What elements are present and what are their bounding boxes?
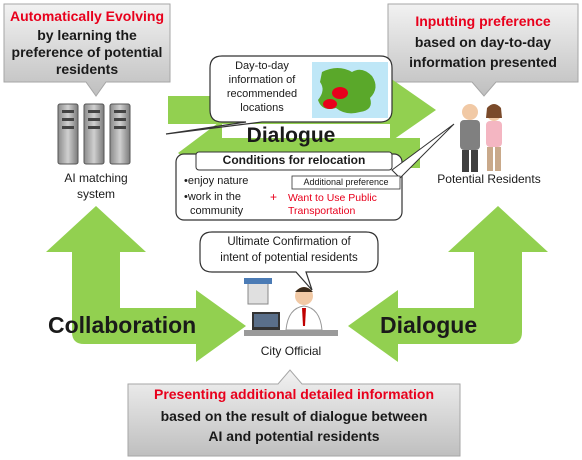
arrow-right-dialogue xyxy=(348,206,548,362)
dialogue-label-top: Dialogue xyxy=(246,124,336,147)
top-right-callout-shape xyxy=(387,3,579,97)
ai-label-line-1: AI matching xyxy=(64,171,128,185)
conditions-item-2: •work in the xyxy=(184,191,242,203)
callout-title-right: Inputting preference xyxy=(415,13,551,29)
collaboration-label: Collaboration xyxy=(48,312,197,338)
callout-title-left: Automatically Evolving xyxy=(9,8,165,24)
additional-preference-label: Additional preference xyxy=(303,177,389,187)
official-label: City Official xyxy=(260,344,322,358)
conditions-item-3: community xyxy=(190,205,244,217)
bottom-callout-title: Presenting additional detailed informati… xyxy=(153,386,435,402)
city-official-icon xyxy=(244,278,338,336)
added-preference-line-1: Want to Use Public xyxy=(288,192,377,204)
server-icon xyxy=(57,103,131,165)
conditions-item-1: •enjoy nature xyxy=(184,175,249,187)
arrow-left-collaboration xyxy=(46,206,246,362)
info-bubble-line-1: Day-to-day xyxy=(235,60,289,72)
info-bubble-line-2: information of xyxy=(228,74,296,86)
conditions-title-bar xyxy=(195,151,393,171)
plus-sign: + xyxy=(270,190,278,204)
conditions-tail xyxy=(391,123,455,179)
bottom-callout-line-2: based on the result of dialogue between xyxy=(160,408,428,424)
bottom-callout-line-3: AI and potential residents xyxy=(208,428,380,444)
top-left-callout-shape xyxy=(3,3,171,97)
couple-icon xyxy=(460,104,502,172)
info-bubble-line-3: recommended xyxy=(226,88,298,100)
added-preference-line-2: Transportation xyxy=(288,205,356,217)
bottom-callout-shape xyxy=(127,369,461,457)
map-marker-1 xyxy=(332,87,348,99)
residents-label: Potential Residents xyxy=(437,172,541,186)
info-bubble-line-4: locations xyxy=(240,102,284,114)
callout-line-right-2: based on day-to-day xyxy=(414,34,552,50)
callout-line-left-3: preference of potential xyxy=(11,44,163,60)
dialogue-label-right: Dialogue xyxy=(380,312,478,338)
ai-label-line-2: system xyxy=(76,187,115,201)
confirmation-line-1: Ultimate Confirmation of xyxy=(227,236,351,248)
callout-line-left-2: by learning the xyxy=(37,27,137,43)
conditions-title: Conditions for relocation xyxy=(222,153,366,167)
additional-preference-box xyxy=(291,175,401,190)
confirmation-bubble-shape xyxy=(199,231,379,291)
callout-line-left-4: residents xyxy=(55,61,119,77)
map-marker-2 xyxy=(323,99,337,109)
callout-line-right-3: information presented xyxy=(409,54,557,70)
confirmation-line-2: intent of potential residents xyxy=(220,252,358,264)
